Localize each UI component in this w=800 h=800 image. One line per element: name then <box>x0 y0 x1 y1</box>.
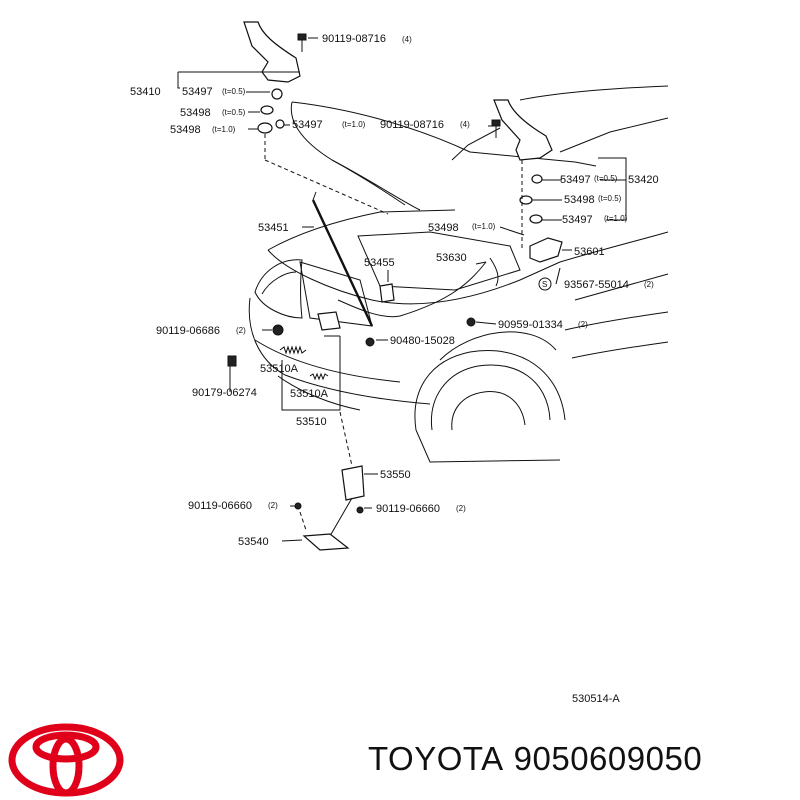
label-53498-b: 53498 <box>170 124 201 136</box>
label-qty-90959: (2) <box>578 320 588 329</box>
label-53451: 53451 <box>258 222 289 234</box>
label-90119-06660-right: 90119-06660 <box>376 503 440 515</box>
brand-name: TOYOTA <box>368 740 504 777</box>
hood-catch <box>302 533 350 551</box>
s-circle <box>538 277 552 291</box>
label-thickness-h: (t=1.0) <box>472 222 496 231</box>
label-53540: 53540 <box>238 536 269 548</box>
label-thickness-c: (t=1.0) <box>212 125 236 134</box>
car-outline <box>248 85 669 463</box>
part-number: 9050609050 <box>513 740 703 777</box>
label-53410: 53410 <box>130 86 161 98</box>
label-53601: 53601 <box>574 246 605 258</box>
part-labels: 90119-08716 (4) 53410 53497 (t=0.5) 5349… <box>130 33 659 705</box>
label-90119-06660-left: 90119-06660 <box>188 500 252 512</box>
label-s-mark: S <box>542 280 547 289</box>
hood-hinge-left <box>243 21 301 83</box>
label-53510a-2: 53510A <box>290 388 329 400</box>
label-53497-d: 53497 <box>562 214 593 226</box>
label-thickness-d: (t=1.0) <box>342 120 366 129</box>
label-53630: 53630 <box>436 252 467 264</box>
part-shapes <box>227 21 563 551</box>
hood-lock-assembly <box>341 465 365 501</box>
label-qty-06660-right: (2) <box>456 504 466 513</box>
release-cable <box>337 261 487 318</box>
label-53498-c: 53498 <box>564 194 595 206</box>
label-90179-06274: 90179-06274 <box>192 387 257 399</box>
label-90480-15028: 90480-15028 <box>390 335 455 347</box>
label-90959-01334: 90959-01334 <box>498 319 563 331</box>
label-90119-08716-top: 90119-08716 <box>322 33 386 45</box>
label-53455: 53455 <box>364 257 395 269</box>
label-qty-top: (4) <box>402 35 412 44</box>
label-thickness-a: (t=0.5) <box>222 87 246 96</box>
hood-hinge-right <box>493 99 553 161</box>
figure-code: 530514-A <box>572 693 620 705</box>
label-thickness-f: (t=0.5) <box>598 194 622 203</box>
toyota-logo <box>8 723 124 797</box>
spring-53510a-lower <box>309 372 329 381</box>
label-53550: 53550 <box>380 469 411 481</box>
label-53497-b: 53497 <box>292 119 323 131</box>
label-qty-93567: (2) <box>644 280 654 289</box>
label-thickness-g: (t=1.0) <box>604 214 628 223</box>
hood-lock-53601 <box>529 237 563 263</box>
label-thickness-b: (t=0.5) <box>222 108 246 117</box>
leader-lines <box>177 37 627 542</box>
label-53510a-1: 53510A <box>260 363 299 375</box>
label-qty-mid: (4) <box>460 120 470 129</box>
hood-latch <box>317 311 341 331</box>
label-53510: 53510 <box>296 416 327 428</box>
label-53497-c: 53497 <box>560 174 591 186</box>
spring-53510a-upper <box>279 345 307 355</box>
label-90119-06686: 90119-06686 <box>156 325 220 337</box>
label-thickness-e: (t=0.5) <box>594 174 618 183</box>
label-53498-a: 53498 <box>180 107 211 119</box>
label-qty-06660-left: (2) <box>268 501 278 510</box>
label-qty-06686: (2) <box>236 326 246 335</box>
label-90119-08716-mid: 90119-08716 <box>380 119 444 131</box>
label-93567-55014: 93567-55014 <box>564 279 629 291</box>
hood-support-rod <box>311 199 374 327</box>
label-53498-d: 53498 <box>428 222 459 234</box>
label-53497-a: 53497 <box>182 86 213 98</box>
label-53420: 53420 <box>628 174 659 186</box>
